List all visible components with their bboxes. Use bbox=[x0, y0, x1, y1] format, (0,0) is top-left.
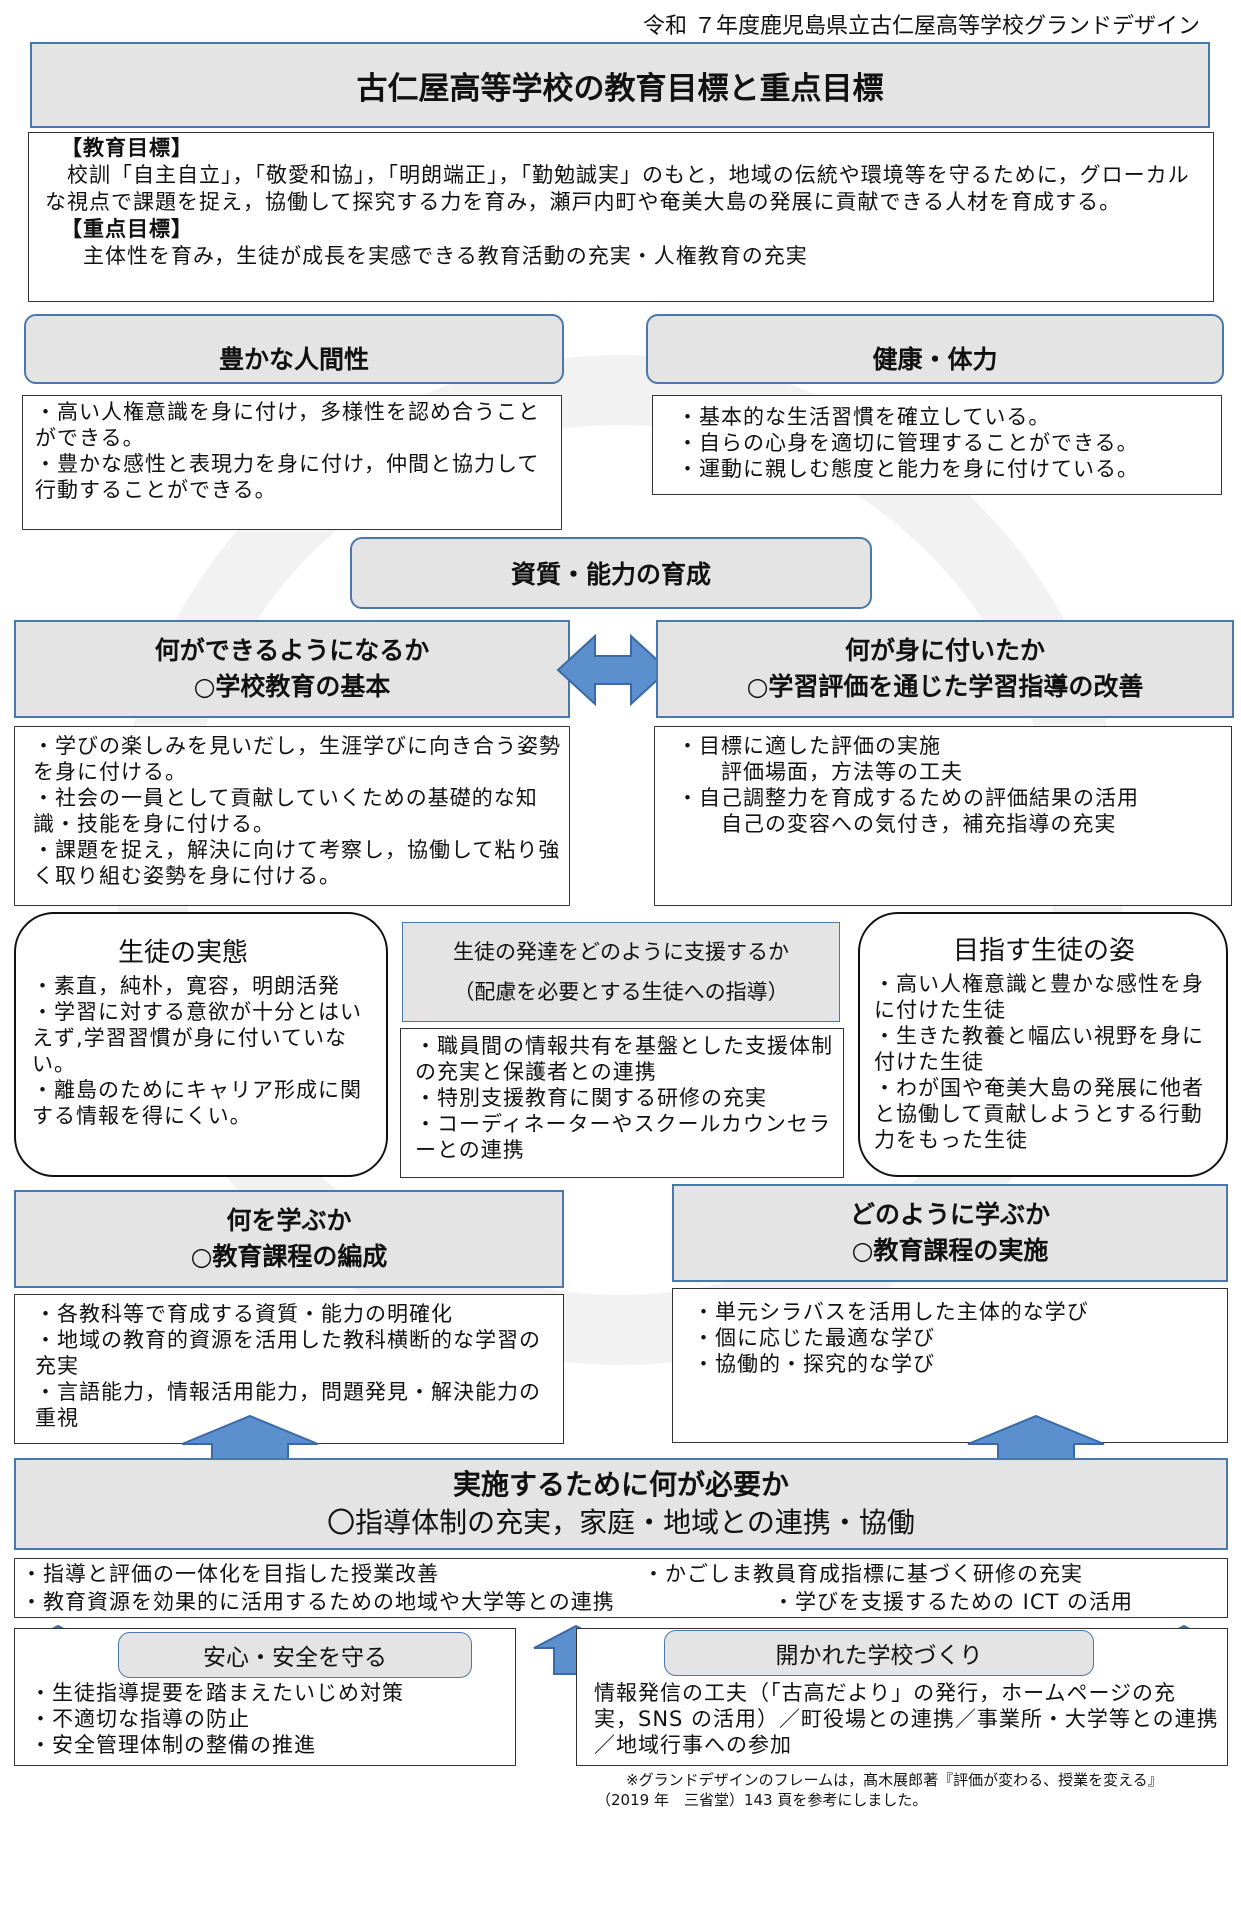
needed-title-line1: 実施するために何が必要か bbox=[452, 1468, 789, 1501]
edu-goal-text: 校訓「自主自立」，「敬愛和協」，「明朗端正」，「勤勉誠実」のもと，地域の伝統や環… bbox=[45, 163, 1190, 214]
open-school-text: 情報発信の工夫（「古高だより」の発行，ホームページの充実，SNS の活用）／町役… bbox=[594, 1681, 1219, 1757]
footnote: ※グランドデザインのフレームは，髙木展郎著『評価が変わる、授業を変える』 （20… bbox=[596, 1770, 1236, 1814]
safety-title: 安心・安全を守る bbox=[118, 1632, 472, 1678]
top-caption: 令和 ７年度鹿児島県立古仁屋高等学校グランドデザイン bbox=[643, 14, 1200, 39]
focus-goal-heading: 【重点目標】 bbox=[61, 217, 193, 241]
humanity-text: ・高い人権意識を身に付け，多様性を認め合うことができる。 ・豊かな感性と表現力を… bbox=[22, 395, 562, 530]
can-do-title: 何ができるようになるか ○学校教育の基本 bbox=[14, 620, 570, 718]
main-title: 古仁屋高等学校の教育目標と重点目標 bbox=[30, 42, 1210, 128]
double-arrow-icon bbox=[556, 633, 670, 707]
acquired-title-line1: 何が身に付いたか bbox=[844, 636, 1045, 665]
needed-item: ・かごしま教員育成指標に基づく研修の充実 bbox=[643, 1562, 1083, 1586]
health-title: 健康・体力 bbox=[646, 314, 1224, 384]
footnote-line2: （2019 年 三省堂）143 頁を参考にしました。 bbox=[596, 1791, 928, 1809]
support-title-line2: （配慮を必要とする生徒への指導） bbox=[453, 980, 789, 1004]
how-learn-text: ・単元シラバスを活用した主体的な学び ・個に応じた最適な学び ・協働的・探究的な… bbox=[672, 1288, 1228, 1443]
focus-goal-text: 主体性を育み，生徒が成長を実感できる教育活動の充実・人権教育の充実 bbox=[61, 244, 808, 268]
what-learn-title-line1: 何を学ぶか bbox=[226, 1206, 352, 1235]
health-text: ・基本的な生活習慣を確立している。 ・自らの心身を適切に管理することができる。 … bbox=[652, 395, 1222, 495]
acquired-title: 何が身に付いたか ○学習評価を通じた学習指導の改善 bbox=[656, 620, 1234, 718]
needed-title-line2: 〇指導体制の充実，家庭・地域との連携・協働 bbox=[327, 1506, 915, 1539]
support-text: ・職員間の情報共有を基盤とした支援体制の充実と保護者との連携 ・特別支援教育に関… bbox=[400, 1028, 844, 1178]
students-state-text: ・素直，純朴，寛容，明朗活発 ・学習に対する意欲が十分とはいえず,学習習慣が身に… bbox=[32, 974, 362, 1128]
support-title-line1: 生徒の発達をどのように支援するか bbox=[453, 940, 789, 964]
can-do-title-line1: 何ができるようになるか bbox=[154, 636, 430, 665]
students-state-bubble: 生徒の実態 ・素直，純朴，寛容，明朗活発 ・学習に対する意欲が十分とはいえず,学… bbox=[14, 912, 388, 1177]
needed-list: ・指導と評価の一体化を目指した授業改善 ・かごしま教員育成指標に基づく研修の充実… bbox=[14, 1558, 1228, 1618]
humanity-title: 豊かな人間性 bbox=[24, 314, 564, 384]
footnote-line1: ※グランドデザインのフレームは，髙木展郎著『評価が変わる、授業を変える』 bbox=[626, 1771, 1163, 1789]
what-learn-title: 何を学ぶか ○教育課程の編成 bbox=[14, 1190, 564, 1288]
needed-title: 実施するために何が必要か 〇指導体制の充実，家庭・地域との連携・協働 bbox=[14, 1458, 1228, 1550]
needed-item: ・学びを支援するための ICT の活用 bbox=[773, 1590, 1134, 1614]
what-learn-title-line2: ○教育課程の編成 bbox=[190, 1242, 388, 1271]
acquired-title-line2: ○学習評価を通じた学習指導の改善 bbox=[746, 672, 1144, 701]
open-school-title: 開かれた学校づくり bbox=[664, 1630, 1094, 1676]
support-title: 生徒の発達をどのように支援するか （配慮を必要とする生徒への指導） bbox=[402, 922, 840, 1022]
target-text: ・高い人権意識と豊かな感性を身に付けた生徒 ・生きた教養と幅広い視野を身に付けた… bbox=[874, 972, 1204, 1152]
can-do-text: ・学びの楽しみを見いだし，生涯学びに向き合う姿勢を身に付ける。 ・社会の一員とし… bbox=[14, 726, 570, 906]
target-title: 目指す生徒の姿 bbox=[952, 936, 1135, 966]
target-bubble: 目指す生徒の姿 ・高い人権意識と豊かな感性を身に付けた生徒 ・生きた教養と幅広い… bbox=[858, 912, 1228, 1177]
how-learn-title-line2: ○教育課程の実施 bbox=[851, 1236, 1049, 1265]
students-state-title: 生徒の実態 bbox=[117, 938, 248, 968]
needed-item: ・教育資源を効果的に活用するための地域や大学等との連携 bbox=[21, 1590, 615, 1614]
how-learn-title: どのように学ぶか ○教育課程の実施 bbox=[672, 1184, 1228, 1282]
safety-text: ・生徒指導提要を踏まえたいじめ対策 ・不適切な指導の防止 ・安全管理体制の整備の… bbox=[30, 1681, 404, 1757]
how-learn-title-line1: どのように学ぶか bbox=[849, 1200, 1050, 1229]
competency-title: 資質・能力の育成 bbox=[350, 537, 872, 609]
edu-goal-heading: 【教育目標】 bbox=[61, 136, 193, 160]
goals-box: 【教育目標】 校訓「自主自立」，「敬愛和協」，「明朗端正」，「勤勉誠実」のもと，… bbox=[28, 132, 1214, 302]
acquired-text: ・目標に適した評価の実施 評価場面，方法等の工夫 ・自己調整力を育成するための評… bbox=[654, 726, 1232, 906]
needed-item: ・指導と評価の一体化を目指した授業改善 bbox=[21, 1562, 439, 1586]
can-do-title-line2: ○学校教育の基本 bbox=[193, 672, 391, 701]
